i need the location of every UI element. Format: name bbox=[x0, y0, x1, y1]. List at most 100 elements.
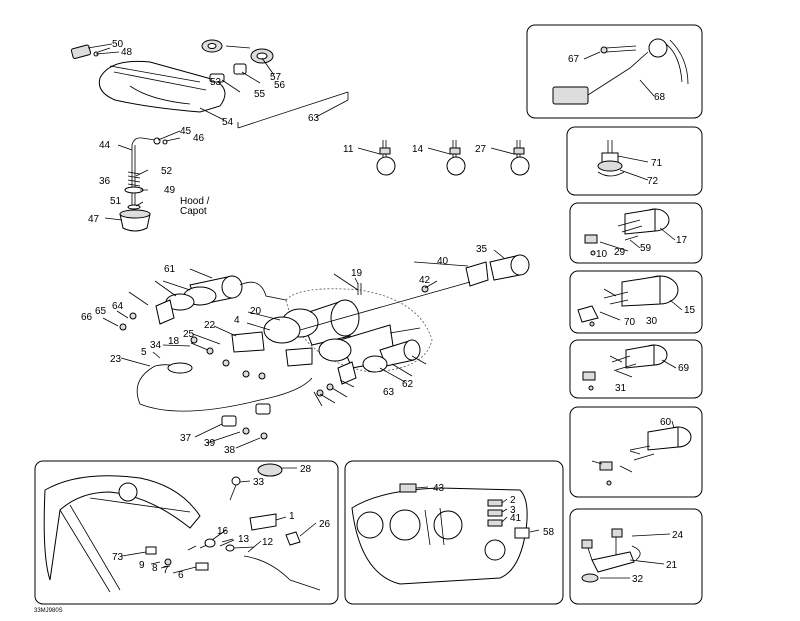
hood-latch-assembly bbox=[119, 137, 168, 232]
callout-10-a: 10 bbox=[596, 249, 608, 260]
callout-52: 52 bbox=[161, 166, 173, 177]
callout-26: 26 bbox=[319, 519, 331, 530]
bracket-63-top bbox=[237, 91, 349, 129]
callout-29: 29 bbox=[614, 247, 626, 258]
callout-2: 2 bbox=[510, 495, 516, 506]
callout-42: 42 bbox=[419, 275, 431, 286]
callout-55: 55 bbox=[254, 89, 266, 100]
callout-23: 23 bbox=[110, 354, 122, 365]
callout-4: 4 bbox=[234, 315, 240, 326]
callout-labels: 50 48 57 56 55 54 53 63 45 46 44 52 36 4… bbox=[34, 39, 696, 614]
callout-28: 28 bbox=[300, 464, 312, 475]
callout-62: 62 bbox=[402, 379, 414, 390]
callout-6: 6 bbox=[178, 570, 184, 581]
callout-47: 47 bbox=[88, 214, 100, 225]
callout-69-inset: 69 bbox=[678, 363, 690, 374]
callout-5: 5 bbox=[141, 347, 147, 358]
callout-72: 72 bbox=[647, 176, 659, 187]
callout-30-a: 30 bbox=[646, 316, 658, 327]
callout-46: 46 bbox=[193, 133, 205, 144]
callout-39: 39 bbox=[204, 438, 216, 449]
callout-16: 16 bbox=[217, 526, 229, 537]
headlight-assembly bbox=[70, 39, 274, 113]
callout-15-inset: 15 bbox=[684, 305, 696, 316]
callout-37: 37 bbox=[180, 433, 192, 444]
callout-9: 9 bbox=[139, 560, 145, 571]
callout-13: 13 bbox=[238, 534, 250, 545]
callout-56: 56 bbox=[274, 80, 286, 91]
inset-plug-24 bbox=[581, 528, 641, 583]
callout-35: 35 bbox=[476, 244, 488, 255]
clamp-group bbox=[376, 140, 530, 176]
callout-57: 57 bbox=[270, 72, 282, 83]
gauge-cluster-main bbox=[119, 254, 530, 440]
callout-11: 11 bbox=[343, 144, 354, 155]
hood-wiring-assembly bbox=[43, 463, 321, 593]
callout-7: 7 bbox=[163, 565, 169, 576]
callout-41: 41 bbox=[510, 513, 522, 524]
callout-64-a: 64 bbox=[112, 301, 124, 312]
callout-73: 73 bbox=[112, 552, 124, 563]
callout-51: 51 bbox=[110, 196, 122, 207]
inset-box-plug-24 bbox=[569, 508, 703, 605]
callout-68: 68 bbox=[654, 92, 666, 103]
callout-50: 50 bbox=[112, 39, 124, 50]
callout-3: 3 bbox=[510, 505, 516, 516]
inset-box-gauge-17 bbox=[569, 202, 703, 264]
inset-box-fuel-sender bbox=[526, 24, 703, 119]
inset-box-gauge-69 bbox=[569, 339, 703, 399]
callout-70: 70 bbox=[624, 317, 636, 328]
callout-1: 1 bbox=[289, 511, 295, 522]
callout-67: 67 bbox=[568, 54, 580, 65]
callout-19: 19 bbox=[351, 268, 363, 279]
callout-32: 32 bbox=[632, 574, 644, 585]
inset-gauge-15 bbox=[577, 275, 679, 327]
inset-box-gauge-60 bbox=[569, 406, 703, 498]
inset-gauge-69 bbox=[582, 344, 668, 391]
console-panel bbox=[351, 483, 530, 585]
inset-box-switch bbox=[566, 126, 703, 196]
hood-label-line1: Hood / bbox=[180, 196, 210, 207]
callout-58: 58 bbox=[543, 527, 555, 538]
fuel-sender-unit bbox=[552, 38, 689, 105]
callout-27: 27 bbox=[475, 144, 487, 155]
callout-24: 24 bbox=[672, 530, 684, 541]
callout-36: 36 bbox=[99, 176, 111, 187]
callout-44: 44 bbox=[99, 140, 111, 151]
switch-unit bbox=[597, 140, 625, 177]
callout-34: 34 bbox=[150, 340, 162, 351]
corner-code: 33MJ980S bbox=[34, 608, 63, 614]
callout-54: 54 bbox=[222, 117, 234, 128]
callout-33: 33 bbox=[253, 477, 265, 488]
callout-18: 18 bbox=[168, 336, 180, 347]
callout-45: 45 bbox=[180, 126, 192, 137]
callout-21: 21 bbox=[666, 560, 678, 571]
inset-box-hood-wiring bbox=[34, 460, 339, 605]
callout-63-top: 63 bbox=[308, 113, 320, 124]
callout-60-inset: 60 bbox=[660, 417, 672, 428]
callout-71: 71 bbox=[651, 158, 663, 169]
callout-59-a: 59 bbox=[640, 243, 652, 254]
callout-14: 14 bbox=[412, 144, 424, 155]
callout-22: 22 bbox=[204, 320, 216, 331]
callout-53: 53 bbox=[210, 77, 222, 88]
callout-61-a: 61 bbox=[164, 264, 176, 275]
callout-8: 8 bbox=[152, 563, 158, 574]
callout-48: 48 bbox=[121, 47, 133, 58]
callout-65-a: 65 bbox=[95, 306, 107, 317]
callout-66-a: 66 bbox=[81, 312, 93, 323]
inset-box-console bbox=[344, 460, 564, 605]
callout-38: 38 bbox=[224, 445, 236, 456]
callout-49: 49 bbox=[164, 185, 176, 196]
callout-20: 20 bbox=[250, 306, 262, 317]
callout-12: 12 bbox=[262, 537, 274, 548]
callout-40: 40 bbox=[437, 256, 449, 267]
callout-63-b: 63 bbox=[383, 387, 395, 398]
hood-label-line2: Capot bbox=[180, 206, 207, 217]
callout-31-a: 31 bbox=[615, 383, 627, 394]
inset-box-gauge-15 bbox=[569, 270, 703, 334]
inset-gauge-17 bbox=[584, 208, 670, 256]
callout-17-inset: 17 bbox=[676, 235, 688, 246]
